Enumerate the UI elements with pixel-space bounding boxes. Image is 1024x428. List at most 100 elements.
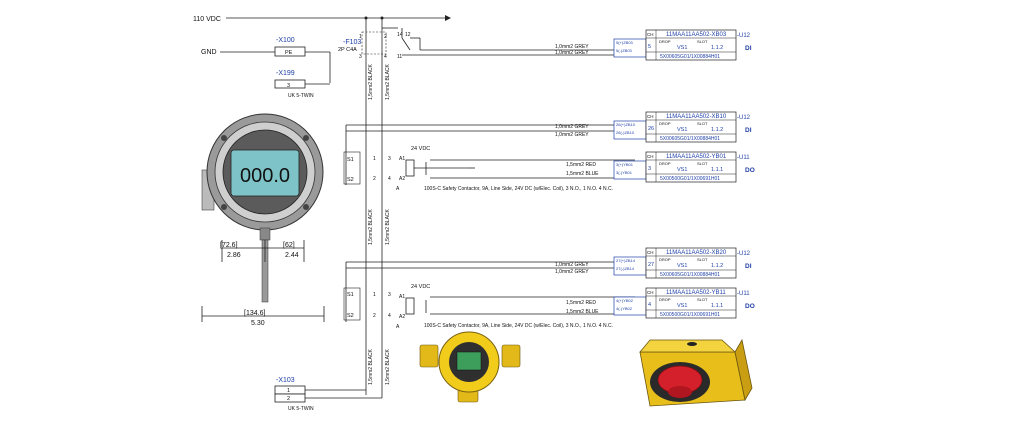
svg-text:1,5mm2 BLACK: 1,5mm2 BLACK — [385, 63, 391, 100]
io-module: 26(+)ZB1026(-)ZB10CH2611MAA11AA502-XB10D… — [613, 111, 752, 143]
module-ch-label: CH — [647, 32, 654, 37]
svg-text:4: 4 — [388, 313, 391, 319]
svg-text:5.30: 5.30 — [251, 320, 265, 327]
wire-labels: 1,5mm2 BLACK 1,5mm2 BLACK 1,5mm2 BLACK 1… — [368, 63, 391, 385]
svg-text:[62]: [62] — [283, 242, 295, 249]
svg-text:24 VDC: 24 VDC — [411, 146, 430, 152]
contactor-description-1: 100S-C Safety Contactor, 9A, Line Side, … — [424, 186, 613, 192]
module-slot-label: SLOT — [697, 257, 708, 262]
svg-text:1,5mm2 BLACK: 1,5mm2 BLACK — [368, 348, 374, 385]
module-kind: DI — [745, 45, 752, 52]
module-slot-value: 1.1.1 — [711, 303, 723, 309]
svg-text:1,0mm2 GREY: 1,0mm2 GREY — [555, 50, 589, 56]
svg-text:24 VDC: 24 VDC — [411, 284, 430, 290]
svg-text:4: 4 — [388, 176, 391, 182]
svg-text:A2: A2 — [399, 314, 405, 320]
module-box — [645, 287, 737, 319]
module-part: 5X00500G01/1X00691H01 — [660, 312, 720, 318]
module-unit: -U12 — [737, 33, 751, 39]
svg-text:2.86: 2.86 — [227, 252, 241, 259]
svg-text:3: 3 — [359, 54, 362, 60]
circuit-block-2: 1,0mm2 GREY 1,0mm2 GREY S1 S2 1 3 2 4 24… — [343, 261, 635, 330]
x199-tag: -X199 — [276, 70, 295, 77]
circuit-block-1: 1,0mm2 GREY 1,0mm2 GREY S1 S2 1 3 2 4 24… — [343, 124, 635, 192]
svg-text:1,0mm2 GREY: 1,0mm2 GREY — [555, 132, 589, 138]
svg-text:2: 2 — [373, 176, 376, 182]
svg-text:1,0mm2 GREY: 1,0mm2 GREY — [555, 124, 589, 130]
svg-text:1,5mm2 BLUE: 1,5mm2 BLUE — [566, 309, 599, 315]
relay-contact: 14 12 11 1,0mm2 GREY 1,0mm2 GREY — [382, 27, 635, 60]
svg-text:A1: A1 — [399, 156, 405, 162]
supply-label: 110 VDC — [193, 16, 221, 23]
ground-connection: GND -X100 PE -X199 3 UK 5-TWIN — [201, 37, 331, 99]
module-pin-a: 3(+)YB01 — [616, 162, 634, 167]
io-module: 5(+)ZB035(-)ZB03CH511MAA11AA502-XB03DROP… — [613, 29, 752, 61]
module-slot-label: SLOT — [697, 39, 708, 44]
module-ch-label: CH — [647, 154, 654, 159]
module-channel: 4 — [648, 302, 651, 308]
module-part: 5X00500G01/1X00691H01 — [660, 176, 720, 182]
module-ch-label: CH — [647, 290, 654, 295]
module-channel: 27 — [648, 262, 654, 268]
svg-text:1,5mm2 BLACK: 1,5mm2 BLACK — [368, 208, 374, 245]
module-slot-label: SLOT — [697, 297, 708, 302]
lcd-value: 000.0 — [240, 165, 290, 187]
module-box — [645, 247, 737, 279]
module-unit: -U11 — [737, 291, 750, 297]
svg-text:1: 1 — [287, 388, 290, 394]
svg-text:[72.6]: [72.6] — [220, 242, 238, 249]
svg-text:1,5mm2 RED: 1,5mm2 RED — [566, 300, 596, 306]
svg-text:A: A — [396, 324, 400, 330]
module-slot-label: SLOT — [697, 121, 708, 126]
module-drop-label: DROP — [659, 39, 671, 44]
svg-text:2: 2 — [287, 396, 290, 402]
module-drop-value: VS1 — [677, 127, 687, 133]
module-tag: 11MAA11AA502-YB01 — [666, 154, 727, 160]
module-pin-b: 26(-)ZB10 — [616, 130, 635, 135]
module-drop-label: DROP — [659, 161, 671, 166]
module-drop-value: VS1 — [677, 263, 687, 269]
module-ch-label: CH — [647, 250, 654, 255]
io-modules: 5(+)ZB035(-)ZB03CH511MAA11AA502-XB03DROP… — [613, 29, 755, 319]
module-drop-value: VS1 — [677, 45, 687, 51]
module-drop-label: DROP — [659, 297, 671, 302]
io-module: 4(+)YB024(-)YB02CH411MAA11AA502-YB11DROP… — [613, 287, 755, 319]
module-box — [645, 111, 737, 143]
svg-text:2: 2 — [384, 34, 387, 40]
module-slot-label: SLOT — [697, 161, 708, 166]
module-drop-value: VS1 — [677, 167, 687, 173]
module-part: 5X00605G01/1X00884H01 — [660, 136, 720, 142]
svg-text:1,5mm2 RED: 1,5mm2 RED — [566, 162, 596, 168]
svg-text:S2: S2 — [347, 313, 354, 319]
module-slot-value: 1.1.2 — [711, 127, 723, 133]
svg-text:1,0mm2 GREY: 1,0mm2 GREY — [555, 269, 589, 275]
module-tag: 11MAA11AA502-YB11 — [666, 290, 726, 296]
svg-text:[134.6]: [134.6] — [244, 310, 265, 317]
svg-text:A: A — [396, 186, 400, 192]
lcd-display — [230, 149, 300, 197]
module-drop-value: VS1 — [677, 303, 687, 309]
module-pin-a: 4(+)YB02 — [616, 298, 634, 303]
module-unit: -U12 — [737, 251, 751, 257]
x199-pin: 3 — [287, 83, 290, 89]
svg-text:3: 3 — [388, 292, 391, 298]
module-box — [645, 151, 737, 183]
svg-text:1,0mm2 GREY: 1,0mm2 GREY — [555, 44, 589, 50]
module-channel: 5 — [648, 44, 651, 50]
module-channel: 3 — [648, 166, 651, 172]
svg-text:1: 1 — [359, 34, 362, 40]
module-drop-label: DROP — [659, 121, 671, 126]
module-slot-value: 1.1.2 — [711, 263, 723, 269]
module-slot-value: 1.1.2 — [711, 45, 723, 51]
svg-text:1,5mm2 BLACK: 1,5mm2 BLACK — [368, 63, 374, 100]
svg-text:2: 2 — [373, 313, 376, 319]
emergency-stop-box-image — [639, 338, 753, 407]
svg-text:3: 3 — [388, 156, 391, 162]
svg-text:12: 12 — [405, 32, 411, 38]
x100-pin: PE — [285, 50, 293, 56]
module-unit: -U12 — [737, 115, 751, 121]
supply-bus: 110 VDC — [193, 15, 451, 395]
module-tag: 11MAA11AA502-XB20 — [666, 250, 727, 256]
module-ch-label: CH — [647, 114, 654, 119]
